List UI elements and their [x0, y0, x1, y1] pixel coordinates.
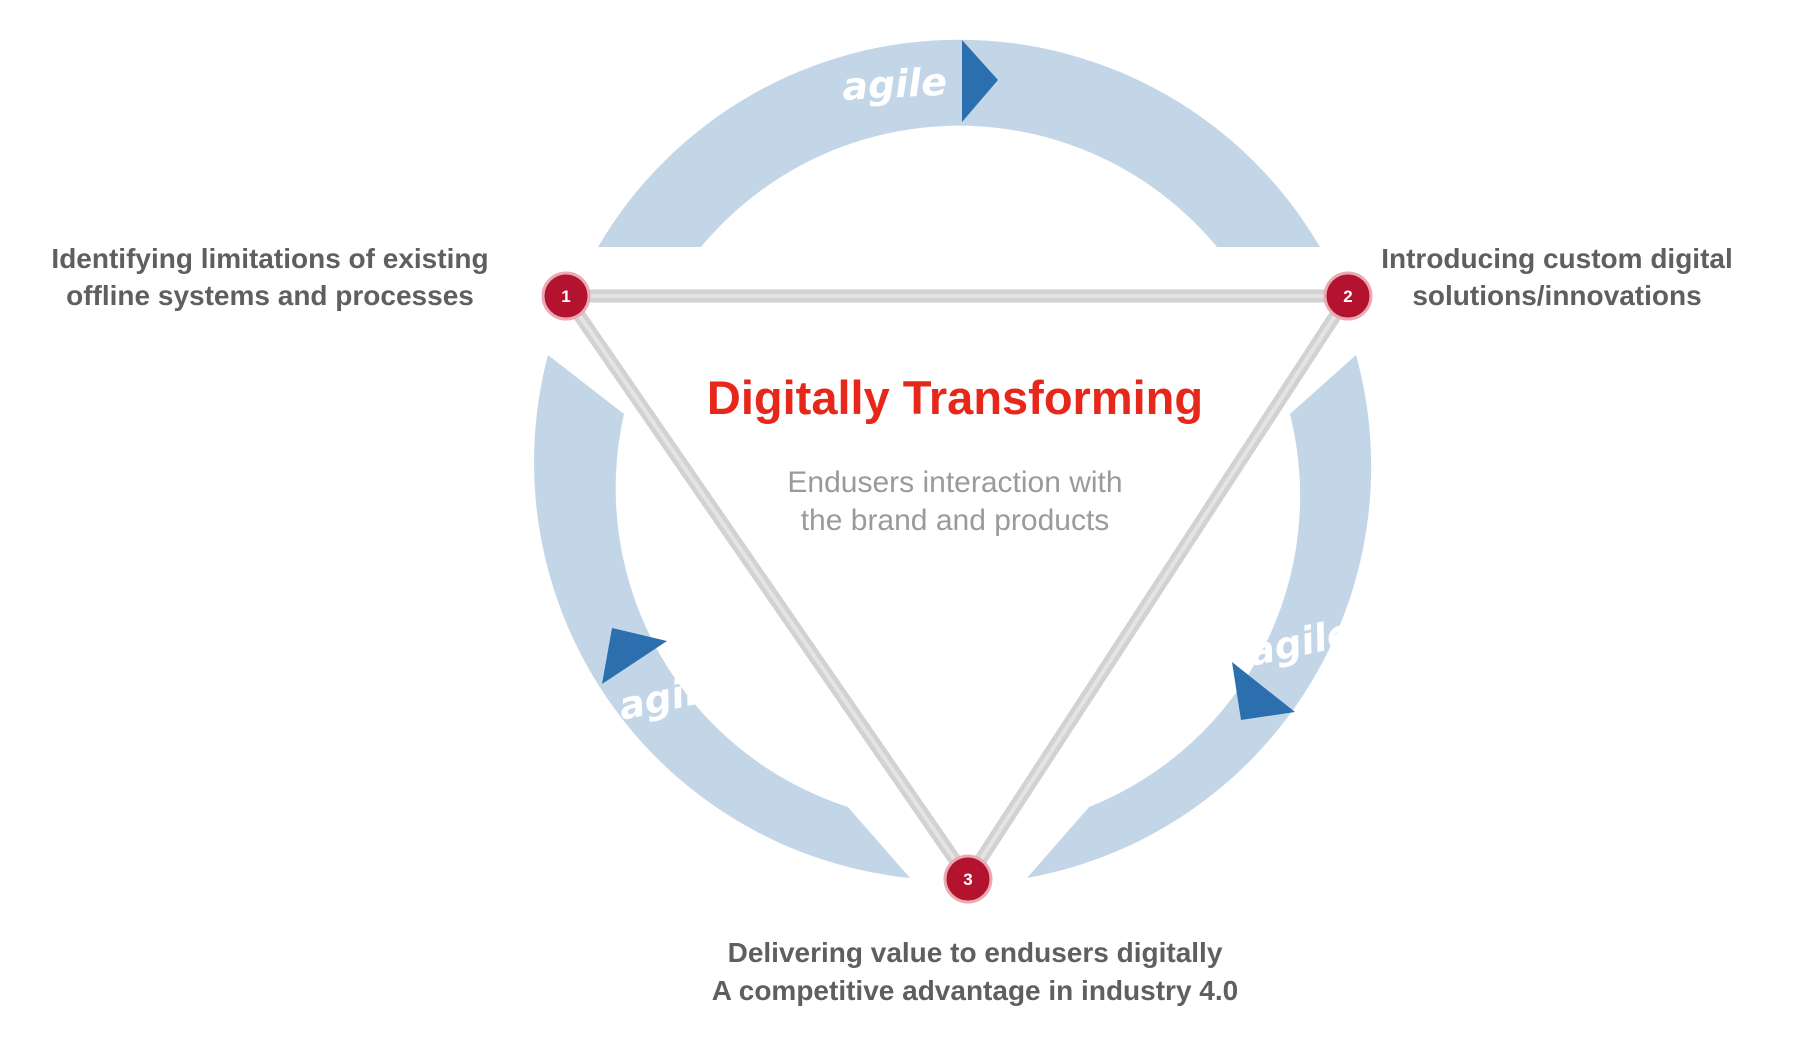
- node-1-caption-line-2: offline systems and processes: [66, 280, 474, 311]
- node-2-number: 2: [1343, 287, 1352, 306]
- center-title: Digitally Transforming: [707, 371, 1203, 424]
- node-2-caption-line-1: Introducing custom digital: [1381, 243, 1733, 274]
- arrow-left-icon: [602, 628, 667, 684]
- agile-label-top: agile: [841, 60, 948, 109]
- node-3-number: 3: [963, 870, 972, 889]
- center-subtitle-line-2: the brand and products: [801, 504, 1110, 537]
- triangle-edges: [559, 289, 1355, 886]
- arc-left: [534, 355, 910, 878]
- arrow-top-icon: [962, 40, 998, 122]
- node-3-caption-line-2: A competitive advantage in industry 4.0: [712, 975, 1238, 1006]
- node-2: 2: [1323, 271, 1373, 321]
- node-1-number: 1: [561, 287, 570, 306]
- node-2-caption-line-2: solutions/innovations: [1412, 280, 1701, 311]
- node-3-caption-line-1: Delivering value to endusers digitally: [728, 937, 1223, 968]
- node-1-caption-line-1: Identifying limitations of existing: [51, 243, 488, 274]
- arrow-right-icon: [1232, 662, 1295, 720]
- arc-right: [1027, 355, 1372, 878]
- cycle-ring: [534, 39, 1372, 878]
- node-1: 1: [541, 271, 591, 321]
- arc-top: [598, 39, 1320, 247]
- node-3: 3: [943, 854, 993, 904]
- center-subtitle-line-1: Endusers interaction with: [787, 466, 1122, 499]
